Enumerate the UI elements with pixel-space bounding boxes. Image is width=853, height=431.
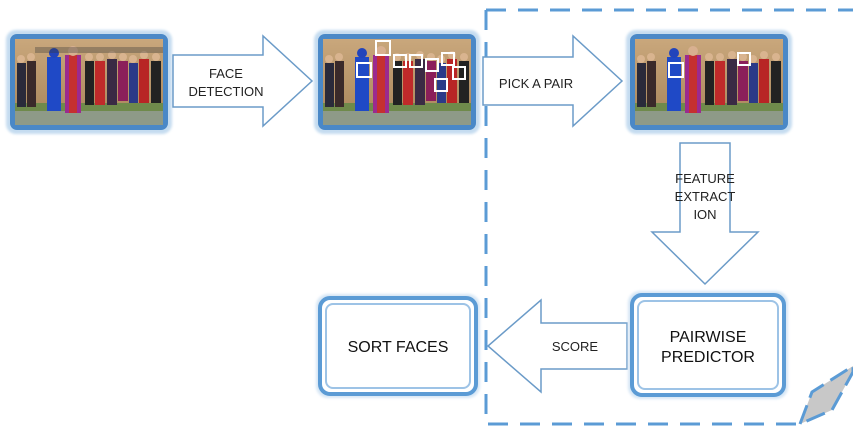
- face-box: [668, 62, 684, 78]
- feature-extraction-label-line3: ION: [693, 207, 716, 222]
- pair-photo: [626, 30, 792, 134]
- sort-faces-label: SORT FACES: [348, 339, 449, 356]
- page-curl-icon: [797, 364, 853, 427]
- feature-extraction-label-line1: FEATURE: [675, 171, 735, 186]
- face-box: [737, 52, 751, 66]
- pairwise-predictor-label-line1: PAIRWISE: [670, 329, 747, 346]
- face-box: [393, 54, 407, 68]
- score-label: SCORE: [552, 339, 599, 354]
- sort-faces-box: SORT FACES: [316, 294, 480, 398]
- face-detection-label-line1: FACE: [209, 66, 243, 81]
- pairwise-predictor-box: PAIRWISE PREDICTOR: [628, 291, 788, 399]
- score-arrow: SCORE: [486, 298, 628, 394]
- pick-a-pair-arrow: PICK A PAIR: [482, 34, 624, 128]
- feature-extraction-arrow: FEATURE EXTRACT ION: [650, 142, 760, 286]
- face-detection-label-line2: DETECTION: [188, 84, 263, 99]
- face-detection-arrow: FACE DETECTION: [172, 34, 314, 128]
- pick-a-pair-label: PICK A PAIR: [499, 76, 573, 91]
- face-box: [441, 52, 455, 66]
- detected-faces-photo: [314, 30, 480, 134]
- face-box: [356, 62, 372, 78]
- face-box: [409, 54, 423, 68]
- feature-extraction-label-line2: EXTRACT: [675, 189, 736, 204]
- face-box: [375, 40, 391, 56]
- input-photo: [6, 30, 172, 134]
- face-box: [425, 58, 439, 72]
- dashed-region: [484, 8, 853, 427]
- face-box: [434, 78, 448, 92]
- face-box: [452, 66, 466, 80]
- pairwise-predictor-label-line2: PREDICTOR: [661, 349, 755, 366]
